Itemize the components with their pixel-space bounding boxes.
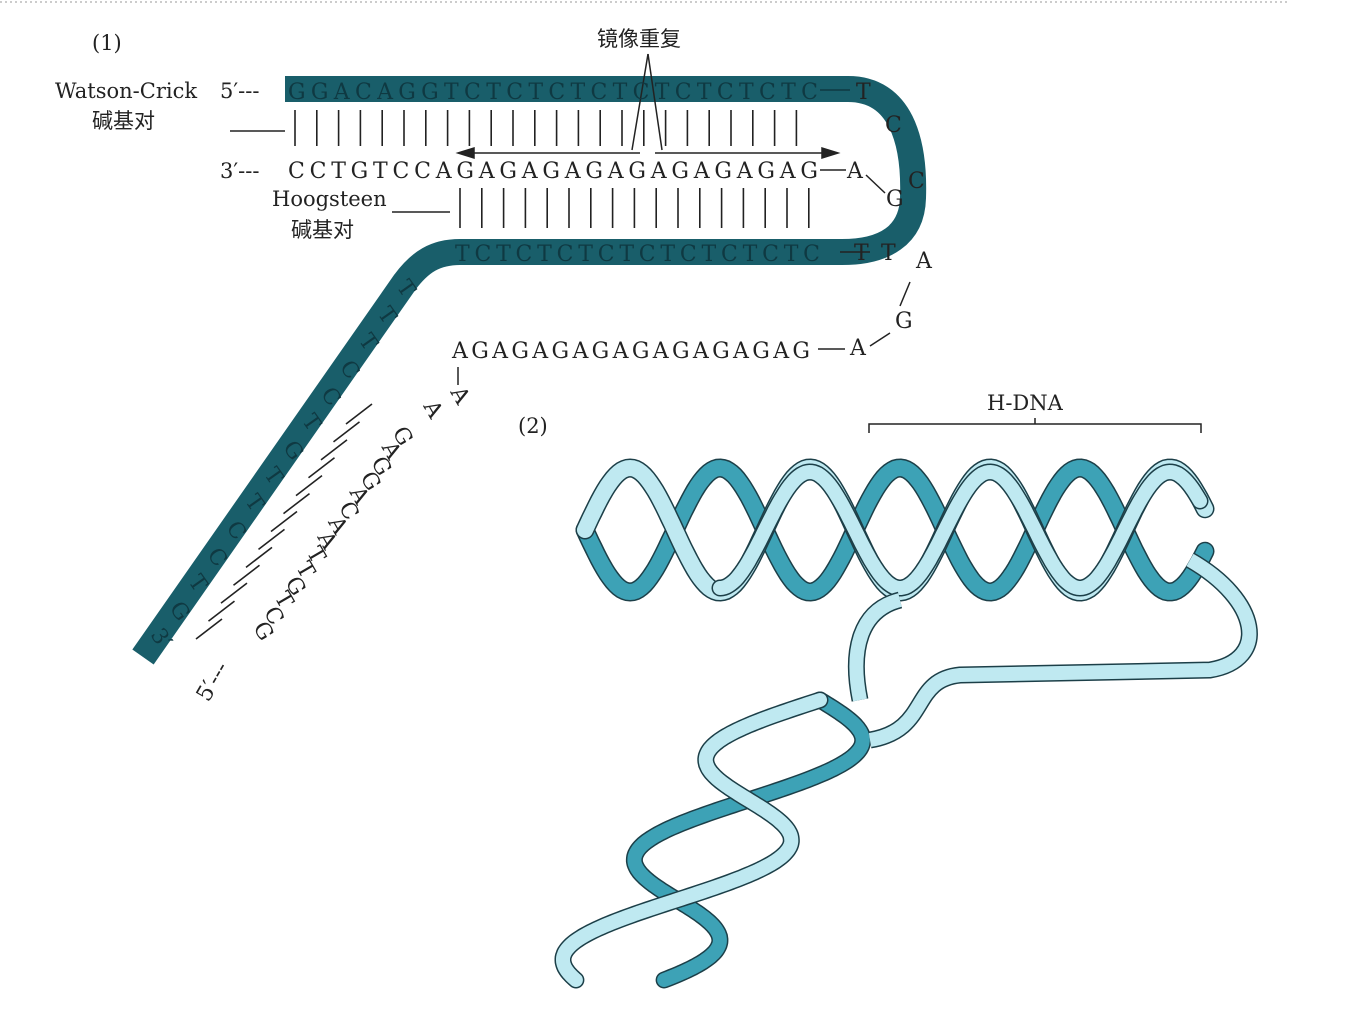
mirror-repeat-pointers xyxy=(631,53,663,151)
panel-2-label: (2) xyxy=(518,414,548,438)
diagonal-base-pair-tick xyxy=(195,618,223,640)
diagonal-base-pair-tick xyxy=(270,510,298,533)
diagonal-5prime-end: 5′--- xyxy=(192,658,234,706)
loop-base: T xyxy=(881,241,896,266)
watson-crick-subtitle: 碱基对 xyxy=(92,109,155,133)
panel-1-label: (1) xyxy=(92,31,122,55)
hoogsteen-subtitle: 碱基对 xyxy=(291,218,354,242)
dark-strand-band xyxy=(132,76,927,665)
top-strand-prefix: 5′--- xyxy=(220,79,259,103)
hoogsteen-base-pairs xyxy=(459,188,810,228)
diagonal-base: A xyxy=(444,382,475,410)
dna-ribbon xyxy=(713,464,1207,596)
loop-base: A xyxy=(846,159,864,184)
dna-ribbon-loop xyxy=(868,553,1257,747)
top-strand-sequence: GGACAGGTCTCTCTCTCTCTCTCTC xyxy=(288,80,818,105)
diagonal-base-pair-tick xyxy=(245,546,273,568)
loop-base: T xyxy=(854,241,869,266)
diagonal-base-pair-tick xyxy=(233,564,260,586)
ribbon-outline xyxy=(625,691,872,989)
mirror-repeat-arrows xyxy=(455,146,841,160)
dna-ribbon xyxy=(556,693,827,987)
dna-ribbon-loop xyxy=(849,593,903,702)
diagonal-base: A xyxy=(417,396,448,424)
diagonal-base-pair-tick xyxy=(208,600,235,622)
diagonal-base-pair-tick xyxy=(308,457,335,479)
dna-ribbon xyxy=(577,459,1213,601)
lower-strand-sequence: AGAGAGAGAGAGAGAGAG xyxy=(451,339,810,364)
loop-base: G xyxy=(895,309,913,334)
ribbon-outline xyxy=(554,691,829,989)
h-dna-ribbon-model xyxy=(554,458,1258,989)
diagonal-base-pair-tick xyxy=(295,475,323,497)
h-dna-bracket xyxy=(868,418,1202,433)
hoogsteen-label: Hoogsteen xyxy=(272,187,387,211)
loop-base: C xyxy=(885,113,902,138)
bottom-strand-sequence: CCTGTCCAGAGAGAGAGAGAGAGAG xyxy=(288,159,818,184)
mirror-repeat-label: 镜像重复 xyxy=(597,27,681,51)
loop-base: G xyxy=(886,187,904,212)
loop-base: T xyxy=(856,80,871,105)
loop-bond xyxy=(865,174,886,194)
loop-bond xyxy=(869,332,891,347)
loop-base: A xyxy=(849,336,867,361)
dna-ribbon xyxy=(627,693,870,987)
diagonal-base-pair-tick xyxy=(333,421,360,443)
h-dna-label: H-DNA xyxy=(987,391,1064,415)
diagonal-base-pair-tick xyxy=(320,439,348,461)
loop-base: A xyxy=(915,249,933,274)
diagonal-base-pair-tick xyxy=(258,528,285,551)
diagonal-base-pair-tick xyxy=(220,582,248,604)
watson-crick-base-pairs xyxy=(294,110,798,146)
diagonal-base-pair-tick xyxy=(345,403,373,425)
watson-crick-label: Watson-Crick xyxy=(55,79,197,103)
diagonal-base-pair-tick xyxy=(283,492,310,515)
loop-base: C xyxy=(908,169,925,194)
bottom-strand-prefix: 3′--- xyxy=(220,159,259,183)
loop-bond xyxy=(899,281,911,307)
